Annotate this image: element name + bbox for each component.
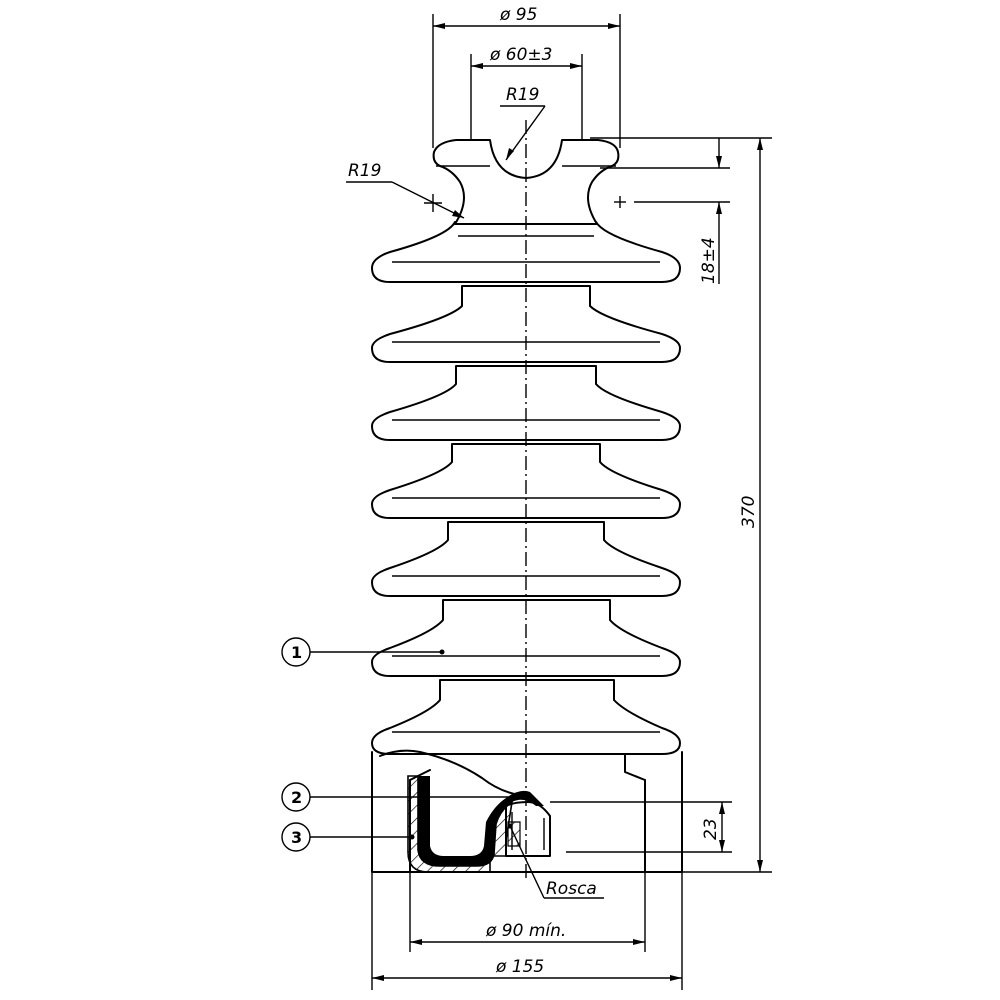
callout-thread: Rosca: [507, 823, 604, 899]
dimension-total-height: 370: [682, 138, 772, 873]
callout-3: 3: [281, 822, 415, 852]
groove-diameter-label: ø 60±3: [489, 45, 553, 65]
thread-depth-label: 23: [701, 818, 721, 840]
dimension-groove-diameter: ø 60±3: [470, 45, 583, 140]
total-height-label: 370: [739, 496, 759, 528]
callout-2: 2: [281, 782, 515, 812]
groove-depth-label: 18±4: [699, 237, 719, 284]
callout-1: 1: [281, 637, 445, 667]
dimension-top-radius: R19: [500, 85, 546, 161]
cement-layer: [418, 776, 544, 866]
dimension-base-outer-diameter: ø 155: [371, 872, 683, 990]
thread-label: Rosca: [546, 879, 597, 899]
neck-radius-label: R19: [348, 161, 381, 181]
dimension-neck-radius: R19: [346, 161, 465, 219]
fitting-hatch: [407, 775, 514, 873]
insulator-body: [371, 120, 683, 880]
base-inner-diameter-label: ø 90 mín.: [485, 921, 566, 941]
base-fitting: [371, 751, 683, 873]
top-radius-label: R19: [506, 85, 539, 105]
callout-1-number: 1: [291, 643, 302, 662]
top-diameter-label: ø 95: [499, 5, 537, 25]
dimension-groove-depth: 18±4: [590, 137, 772, 284]
dimension-top-diameter: ø 95: [432, 5, 621, 148]
base-outer-diameter-label: ø 155: [495, 957, 544, 977]
callout-3-number: 3: [291, 828, 302, 847]
dimension-base-inner-diameter: ø 90 mín.: [409, 872, 646, 952]
dimension-thread-depth: 23: [550, 801, 732, 853]
callout-2-number: 2: [291, 788, 302, 807]
pin-section: [407, 775, 551, 873]
